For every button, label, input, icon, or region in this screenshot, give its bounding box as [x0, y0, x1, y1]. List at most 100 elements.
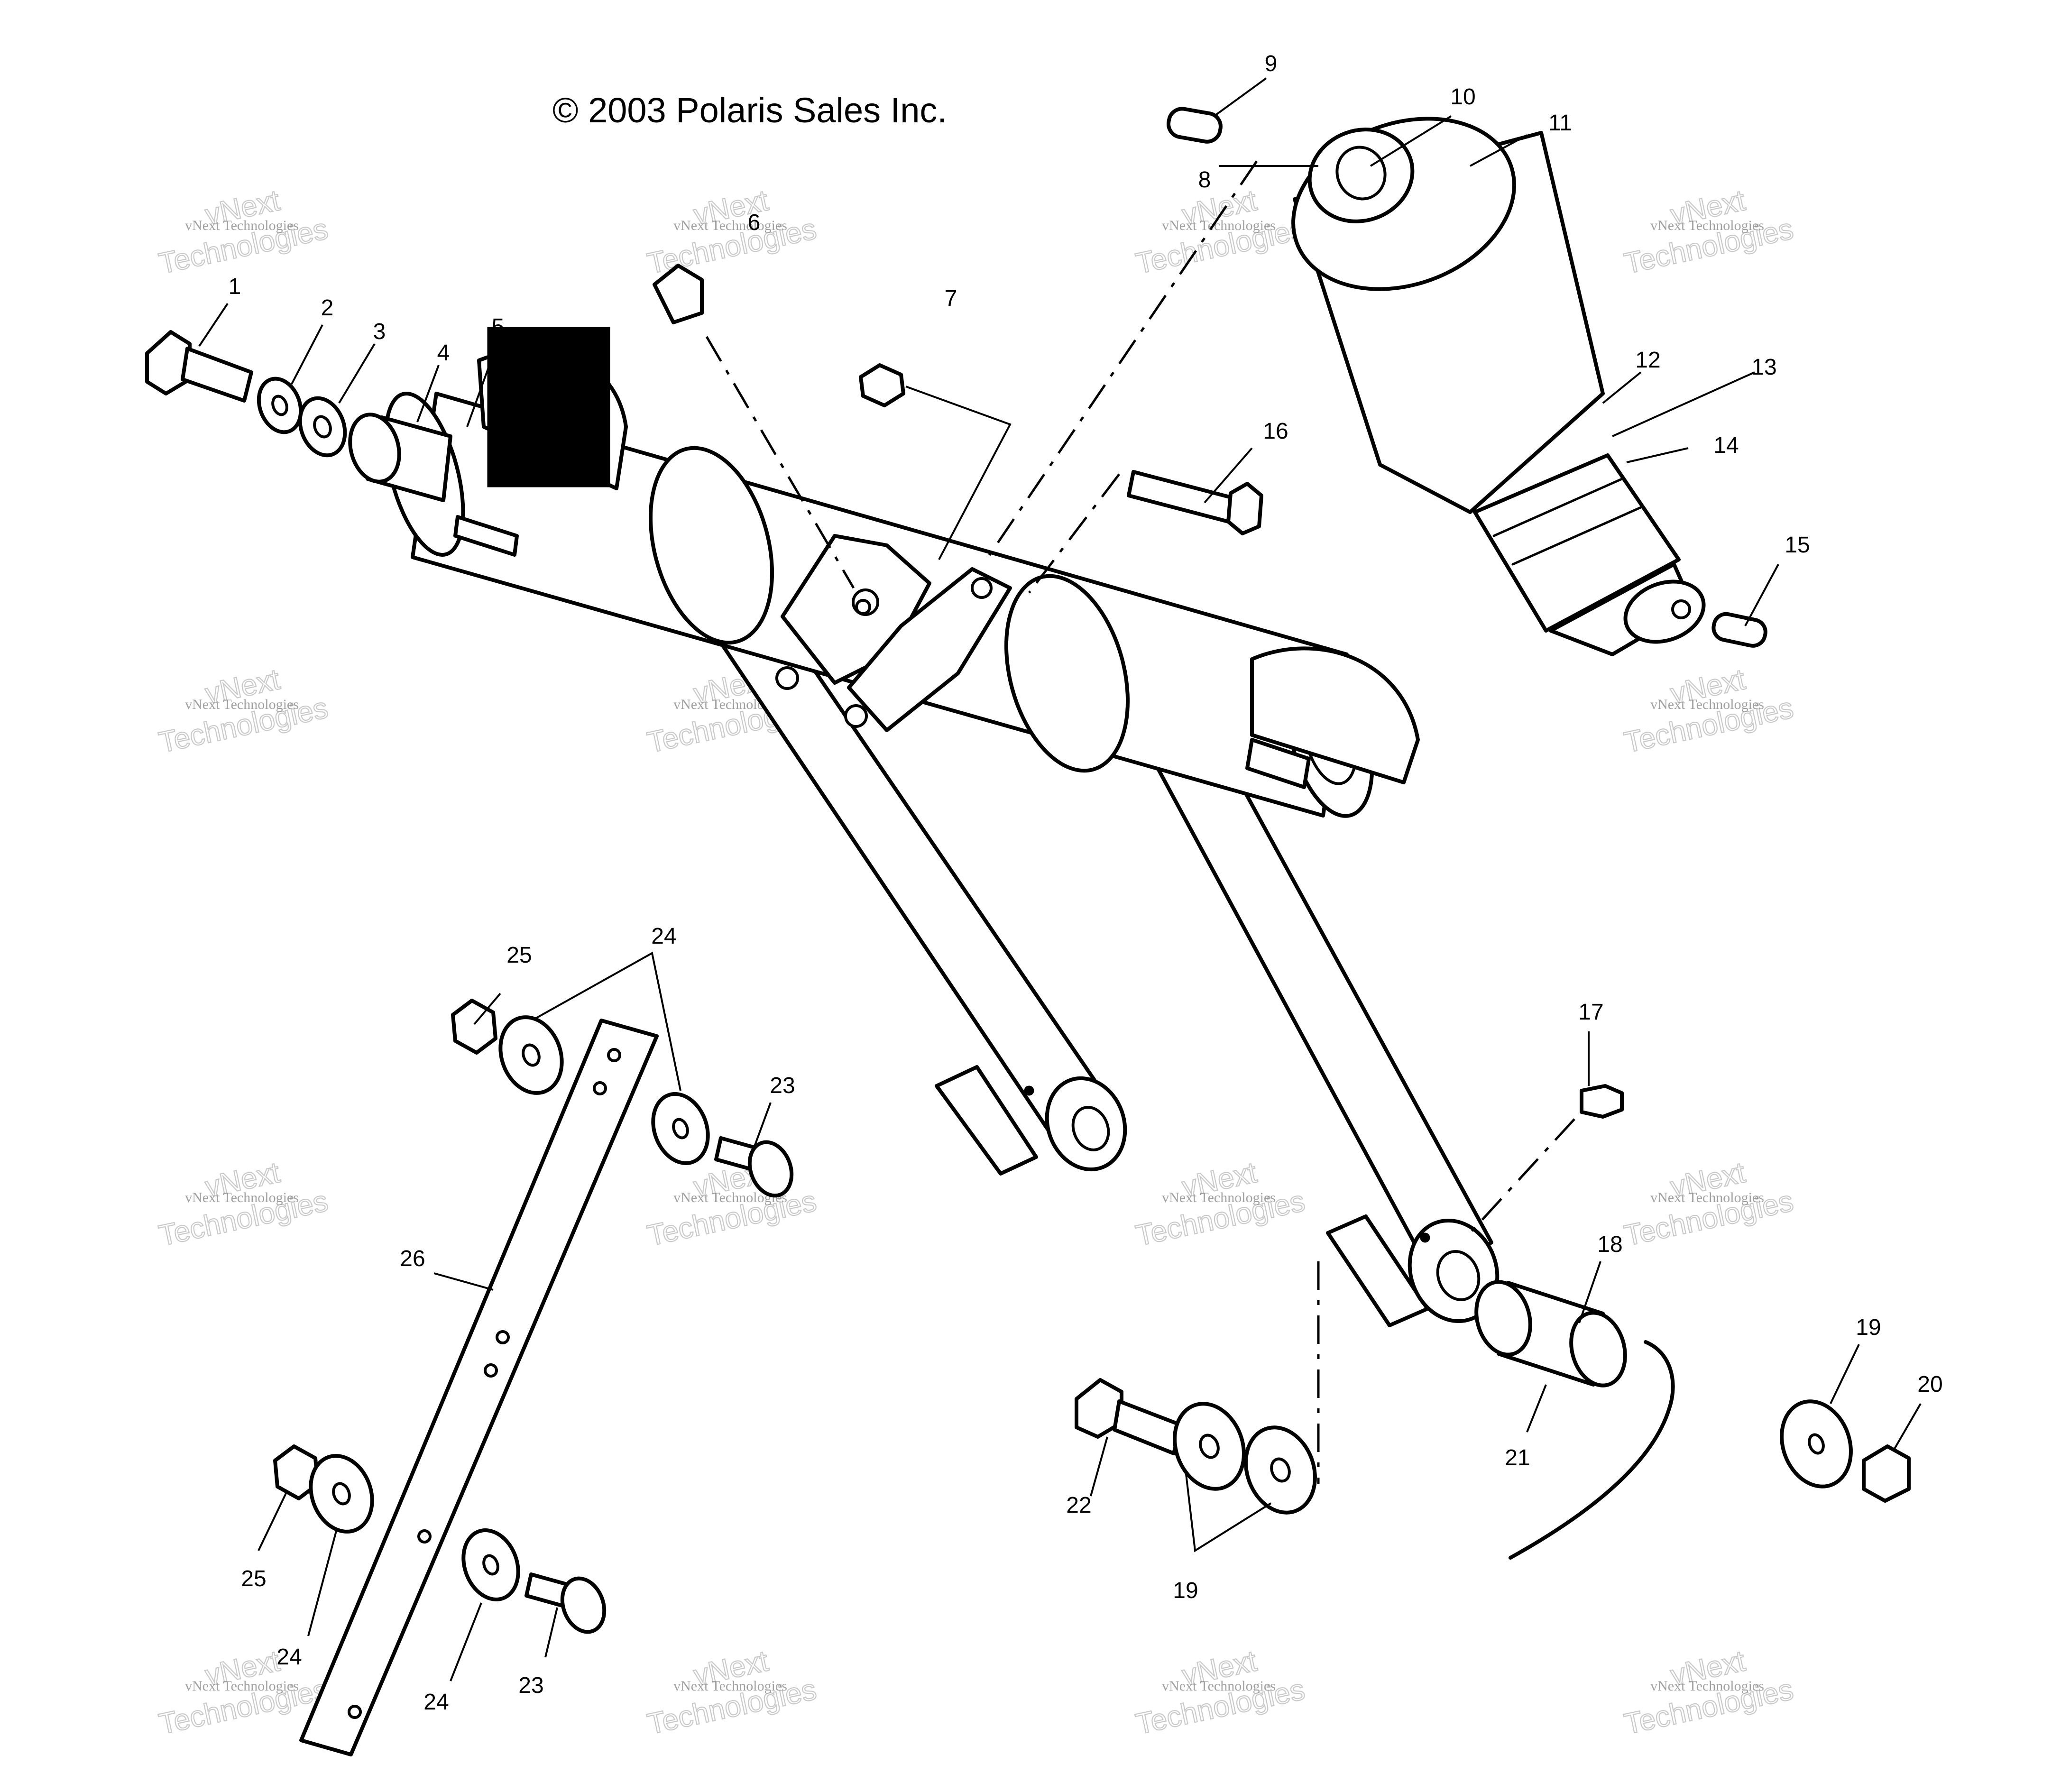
strap-26 [299, 1019, 659, 1756]
washer-24-top-left-hole [522, 1043, 541, 1067]
callout-c18: 18 [1597, 1232, 1622, 1257]
left-pivot-hardware [145, 327, 610, 502]
callout-c22: 22 [1066, 1493, 1091, 1518]
shock-bracket-right [847, 567, 1012, 732]
washer-19-right-hole [1808, 1433, 1825, 1455]
lower-right-hardware [1075, 1084, 1911, 1560]
callout-c14: 14 [1713, 433, 1739, 458]
spring-line-2 [1511, 506, 1642, 566]
callout-c26: 26 [400, 1246, 425, 1271]
swing-arm-assembly [384, 347, 1500, 1327]
strap-hole-5 [417, 1529, 432, 1544]
strap-21 [1509, 1340, 1675, 1560]
callout-c1: 1 [229, 274, 241, 299]
upper-fittings [653, 264, 1012, 589]
callout-c5: 5 [492, 314, 505, 340]
callout-c19b: 19 [1173, 1578, 1198, 1603]
bushing-18-end [1569, 1311, 1627, 1388]
pin-9 [1167, 107, 1223, 144]
washer-24-bottom-left-hole [332, 1482, 351, 1506]
pin-23-top-head [747, 1140, 794, 1198]
shock-lower-eye [1623, 579, 1706, 644]
dash-line-6 [705, 336, 855, 589]
watermark-caption: vNext Technologies [673, 218, 787, 233]
callout-c3: 3 [373, 319, 386, 344]
nut-20 [1862, 1444, 1911, 1503]
callout-c23a: 23 [770, 1073, 795, 1098]
bolt-16-shank [1127, 470, 1235, 524]
lower-left-hardware [273, 999, 794, 1756]
grease-port [855, 599, 871, 615]
callout-c20: 20 [1917, 1372, 1942, 1397]
collar-left [648, 446, 774, 645]
callout-c7: 7 [945, 286, 957, 311]
bolt-16-head [1226, 482, 1263, 535]
shock-eye-bore-10 [1335, 146, 1387, 201]
strap-hole-4 [484, 1363, 498, 1378]
leader-7-to-bracket [905, 386, 1012, 560]
callout-c25a: 25 [506, 943, 532, 968]
pin-15 [1711, 612, 1767, 648]
arm-dot-right [1420, 1232, 1430, 1243]
callout-c15: 15 [1785, 533, 1810, 558]
bracket-hole-right-lower [844, 704, 868, 728]
washer-3-hole [313, 415, 332, 439]
watermark-caption: vNext Technologies [1162, 1678, 1276, 1694]
watermark-caption: vNext Technologies [1650, 218, 1764, 233]
washer-24-top-right-hole [672, 1118, 689, 1140]
redaction-block [487, 327, 610, 487]
watermark-caption: vNext Technologies [185, 1190, 299, 1205]
nut-7 [859, 363, 905, 407]
pin-23-bottom-head [560, 1576, 607, 1634]
shock-spring-12-14 [1473, 453, 1681, 633]
callout-c19a: 19 [1856, 1315, 1881, 1340]
washer-19-left-b-hole [1270, 1457, 1291, 1483]
watermark-caption: vNext Technologies [185, 218, 299, 233]
watermark-caption: vNext Technologies [1162, 1190, 1276, 1205]
copyright-text: © 2003 Polaris Sales Inc. [552, 91, 947, 130]
shock-lower-bore [1671, 599, 1691, 619]
watermark-caption: vNext Technologies [673, 1678, 787, 1694]
callout-c17: 17 [1578, 1000, 1603, 1025]
tie-clip-right [1250, 646, 1420, 784]
bushing-4-end [348, 413, 401, 484]
arm-dot-left [1024, 1085, 1034, 1096]
callout-c25b: 25 [241, 1566, 266, 1591]
bolt-1-shank [181, 347, 253, 403]
strap-hole-6 [348, 1705, 362, 1719]
strap-hole-1 [607, 1048, 621, 1062]
watermark-caption: vNext Technologies [1162, 218, 1276, 233]
dash-line-shock-top [985, 160, 1258, 561]
arm-pad-left [935, 1065, 1038, 1176]
watermark-caption: vNext Technologies [1650, 697, 1764, 712]
bolt-22-shank [1113, 1399, 1183, 1455]
bracket-hole-left-lower [775, 666, 799, 690]
bolt-16 [1127, 470, 1263, 535]
washer-2-hole [271, 395, 288, 416]
arm-bore-left [1071, 1106, 1110, 1151]
callout-c21: 21 [1505, 1445, 1530, 1470]
callout-c6: 6 [748, 210, 761, 235]
tie-clip-tab [1245, 738, 1311, 789]
callout-c8: 8 [1198, 167, 1211, 193]
bushing-21-end [1474, 1280, 1532, 1357]
callout-c23b: 23 [518, 1673, 543, 1698]
bracket-hole-right-upper [971, 577, 993, 599]
nut-25-top [451, 999, 497, 1055]
watermark-caption: vNext Technologies [185, 1678, 299, 1694]
grease-fitting-17 [1580, 1084, 1624, 1119]
washer-24-bottom-right-hole [482, 1554, 499, 1576]
